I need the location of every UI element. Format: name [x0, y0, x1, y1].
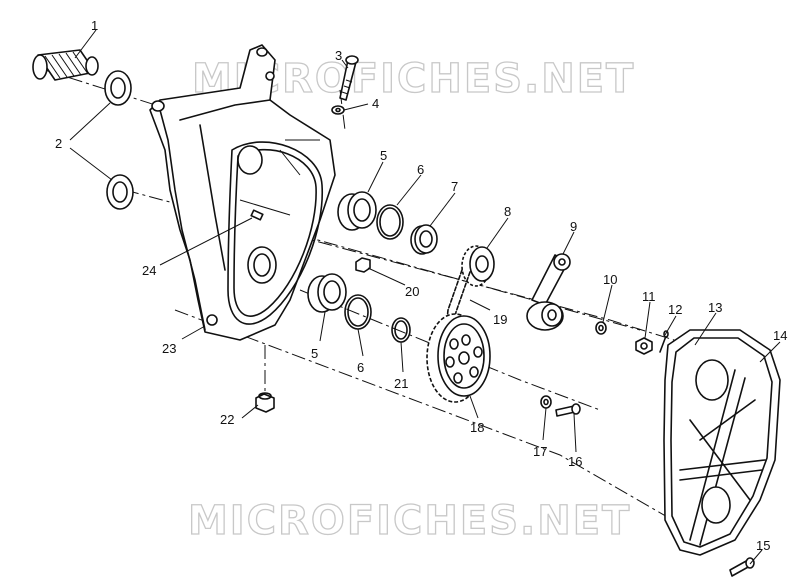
part-bearing-upper: [337, 191, 377, 231]
part-bolt-top: [339, 55, 359, 101]
part-snap-ring-upper: [376, 204, 404, 240]
callout-17: 17: [533, 444, 547, 459]
callout-18: 18: [470, 420, 484, 435]
callout-12: 12: [668, 302, 682, 317]
part-dowel-pin: [250, 209, 264, 221]
callout-6-lower: 6: [357, 360, 364, 375]
part-spacer: [410, 224, 438, 255]
callout-5-upper: 5: [380, 148, 387, 163]
leader-lines: [69, 29, 781, 565]
callout-5-lower: 5: [311, 346, 318, 361]
part-tensioner-arm: [526, 253, 571, 331]
callout-20: 20: [405, 284, 419, 299]
part-nut-20: [355, 257, 371, 273]
callout-19: 19: [493, 312, 507, 327]
callout-10: 10: [603, 272, 617, 287]
part-bearing-lower: [307, 273, 347, 313]
callout-7: 7: [451, 179, 458, 194]
callout-1: 1: [91, 18, 98, 33]
callout-23: 23: [162, 341, 176, 356]
part-seals: [104, 70, 134, 210]
part-screw-15: [729, 557, 755, 577]
callout-2: 2: [55, 136, 62, 151]
part-bolt-16: [555, 403, 581, 417]
callout-6-upper: 6: [417, 162, 424, 177]
callout-21: 21: [394, 376, 408, 391]
callout-8: 8: [504, 204, 511, 219]
callout-16: 16: [568, 454, 582, 469]
callout-13: 13: [708, 300, 722, 315]
part-chaincase-housing: [149, 44, 336, 341]
part-washer-10: [595, 321, 607, 335]
callout-4: 4: [372, 96, 379, 111]
callout-14: 14: [773, 328, 787, 343]
part-shaft: [32, 49, 99, 81]
part-drain-plug: [255, 392, 275, 413]
callout-labels: 1 2 3 4 5 6 7 8 9 10 11 12 13 14 15 16 1…: [55, 18, 787, 553]
part-pin-12: [659, 330, 669, 353]
callout-3: 3: [335, 48, 342, 63]
part-washer-top: [331, 105, 345, 115]
part-snap-ring-lower: [344, 294, 372, 330]
callout-22: 22: [220, 412, 234, 427]
part-large-sprocket: [426, 313, 491, 403]
part-nut-11: [635, 337, 653, 355]
part-cover: [663, 329, 781, 556]
callout-24: 24: [142, 263, 156, 278]
callout-9: 9: [570, 219, 577, 234]
watermark-bottom: MICROFICHES.NET: [188, 498, 631, 544]
part-o-ring: [391, 317, 411, 343]
callout-15: 15: [756, 538, 770, 553]
callout-11: 11: [642, 289, 656, 304]
part-washer-17: [540, 395, 552, 409]
